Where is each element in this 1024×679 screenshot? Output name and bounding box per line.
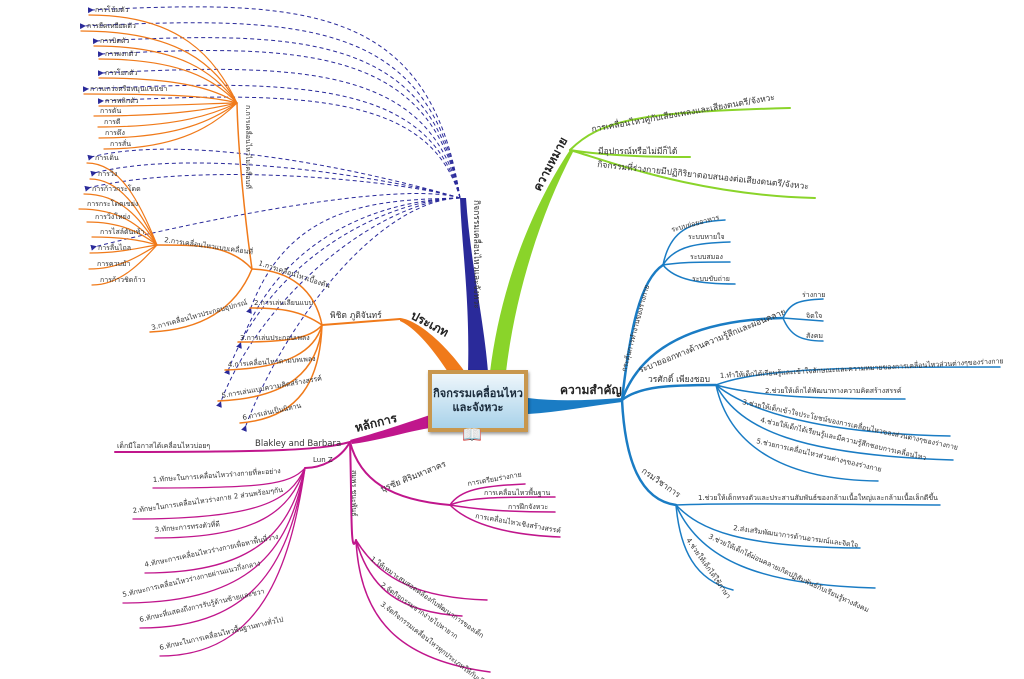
relation-line (87, 6, 461, 199)
stimulate-item: ระบบสมอง (690, 253, 723, 261)
locomotor-item: การก้าวชิดก้าว (100, 276, 145, 284)
stimulate-item: ระบบย่อยอาหาร (670, 213, 720, 234)
nonlocomotor-item: การพลิกตัว (105, 97, 139, 105)
burachai-item: การเคลื่อนไหวเชิงสร้างสรรค์ (475, 511, 562, 535)
pichit-item: 1.การเคลื่อนไหวเบื้องต้น (257, 256, 332, 290)
locomotor-item: การก้าวกระโดด (92, 184, 141, 193)
relation-line (224, 197, 461, 375)
relation-line (97, 50, 461, 199)
central-topic[interactable]: กิจกรรมเคลื่อนไหว และจังหวะ (428, 370, 528, 432)
nonlocomotor-item: การดึง (105, 128, 125, 137)
academic-label: กรมวิชาการ (639, 466, 682, 500)
lunz-item: 6.ทักษะในการเคลื่อนไหวพื้นฐานทางทั่วไป (158, 613, 285, 652)
relation-line (97, 68, 461, 199)
branch-importance: ความสำคัญ กระตุ้นการทำงานของร่างกาย ระบบ… (528, 213, 1004, 614)
branch-meaning: ความหมาย การเคลื่อนไหวคู่กับเสียงเพลงและ… (490, 91, 816, 372)
relation-line (236, 197, 461, 349)
relation-line (92, 37, 461, 199)
locomotor-item: การวิ่ง (98, 169, 117, 178)
pichit-item: 6.การเล่นเป็นนิทาน (242, 401, 303, 422)
blakley-label: Blakley and Barbara (255, 439, 341, 449)
nonlocomotor-item: การดัน (100, 107, 121, 115)
relation-line (241, 197, 461, 432)
lunz-item: 6.ทักษะที่แสดงถึงการรับรู้ด้านซ้ายและขวา (138, 586, 265, 624)
nonlocomotor-item: การโน้มตัว (95, 5, 129, 14)
locomotor-label: 2.การเคลื่อนไหวแบบเคลื่อนที่ (164, 235, 254, 256)
nonlocomotor-item: การโยกตัว (105, 68, 138, 77)
lunz-item: 1.ทักษะในการเคลื่อนไหวร่างกายที่ละอย่าง (153, 466, 281, 484)
relation-lines (79, 6, 461, 432)
lunz-label: Lun Z (313, 456, 333, 464)
relation-line (90, 162, 461, 199)
somporn-label: สมพร ชนะพันธ์ (350, 470, 358, 516)
nonlocomotor-item: การสั่น (110, 139, 131, 148)
nonlocomotor-item: การบิดตัว (100, 37, 129, 45)
pichit-item: 5.การเล่นแบบความคิดสร้างสรรค์ (221, 374, 323, 400)
locomotor-item: การกระโดดเขย่ง (87, 199, 138, 208)
nonlocomotor-item: การตี (104, 118, 121, 126)
release-item: สังคม (806, 332, 823, 340)
meaning-item: มีอุปกรณ์หรือไม่มีก็ได้ (598, 145, 677, 157)
lunz-item: 3.ทักษะการทรงตัวที่ดี (154, 519, 220, 534)
locomotor-item: การวิ่งโหย่ง (95, 212, 130, 221)
worasak-label: วรศักดิ์ เพียงชอบ (648, 373, 710, 385)
nonlocomotor-item: การผงกตัว (105, 50, 137, 58)
academic-item: 1.ช่วยให้เด็กทรงตัวและประสานสัมพันธ์ของก… (698, 491, 938, 502)
branch-principle: หลักการ Blakley and Barbara เด็กมีโอกาสไ… (114, 411, 562, 679)
worasak-item: 2.ช่วยให้เด็กได้พัฒนาทางความคิดสร้างสรรค… (765, 386, 902, 395)
central-topic-line2: และจังหวะ (452, 401, 504, 414)
burachai-item: การเตรียมร่างกาย (467, 471, 522, 488)
meaning-item: การเคลื่อนไหวคู่กับเสียงเพลงและเสียงดนตร… (590, 91, 775, 135)
locomotor-item: การลื่นไถล (98, 243, 131, 252)
lunz-items: 1.ทักษะในการเคลื่อนไหวร่างกายที่ละอย่าง2… (121, 466, 306, 657)
relation-line (82, 84, 461, 199)
relation-line (246, 197, 461, 314)
burachai-label: บุรชัย ศิริมหาสาคร (379, 459, 448, 494)
locomotor-item: การเดิน (95, 154, 119, 162)
pichit-label: พิชิต ภูติจันทร์ (330, 310, 382, 321)
importance-label: ความสำคัญ (560, 383, 622, 397)
title-branch-label: กิจกรรมเคลื่อนไหวและจังหวะ (471, 200, 483, 309)
release-label: ระบายออกทางด้านความรู้สึกและผ่อนคลาย (637, 306, 787, 375)
relation-line (90, 193, 461, 251)
pichit-item: 2.การเล่นเลียนแบบ (254, 299, 313, 307)
equipment-label: 3.การเคลื่อนไหวประกอบอุปกรณ์ (150, 297, 248, 331)
central-topic-line1: กิจกรรมเคลื่อนไหว (433, 387, 523, 400)
release-item: จิตใจ (806, 311, 822, 320)
pichit-item: 3.การเล่นประกอบเพลง (240, 334, 310, 342)
locomotor-items: การเดินการวิ่งการก้าวกระโดดการกระโดดเขย่… (78, 154, 158, 286)
blakley-item: เด็กมีโอกาสได้เคลื่อนไหวบ่อยๆ (117, 441, 210, 450)
nonlocomotor-items: การโน้มตัวการยืดเหยียดตัวการบิดตัวการผงก… (80, 5, 238, 150)
somporn-item: 3.จัดกิจกรรมเคลื่อนไหวทุกประเภทให้กับเด็… (379, 599, 489, 679)
meaning-item: กิจกรรมที่ร่างกายมีปฏิกิริยาตอบสนองต่อเส… (597, 158, 810, 192)
nonlocomotor-item: การแกว่งหรือหมุนแขนขา (90, 85, 167, 93)
pichit-item: 4.การเคลื่อนไหวตามบทเพลง (228, 354, 316, 369)
relation-line (97, 96, 461, 199)
book-icon: 📖 (462, 425, 482, 444)
lunz-item: 2.ทักษะในการเคลื่อนไหวร่างกาย 2 ส่วนพร้อ… (132, 485, 284, 515)
relation-line (84, 174, 461, 199)
stimulate-label: กระตุ้นการทำงานของร่างกาย (620, 284, 651, 373)
nonlocomotor-item: การยืดเหยียดตัว (87, 22, 136, 30)
nonlocomotor-label: ก.การเคลื่อนไหวไม่เคลื่อนที่ (244, 105, 253, 189)
locomotor-item: การไสล์ดันเท้า (100, 227, 144, 236)
stimulate-item: ระบบขับถ่าย (692, 275, 730, 283)
release-item: ร่างกาย (802, 291, 825, 299)
relation-line (87, 148, 461, 199)
stimulate-item: ระบบหายใจ (688, 232, 725, 241)
burachai-item: การฝึกจังหวะ (508, 502, 548, 511)
worasak-item: 1.ทำให้เด็กได้เรียนรู้และเข้าใจลักษณะและ… (720, 356, 1004, 380)
burachai-item: การเคลื่อนไหวพื้นฐาน (484, 486, 551, 497)
locomotor-item: การควบม้า (97, 260, 131, 268)
branch-type: ประเภท พิชิต ภูติจันทร์ 1.การเคลื่อนไหวเ… (78, 5, 465, 424)
branch-title (460, 198, 488, 372)
